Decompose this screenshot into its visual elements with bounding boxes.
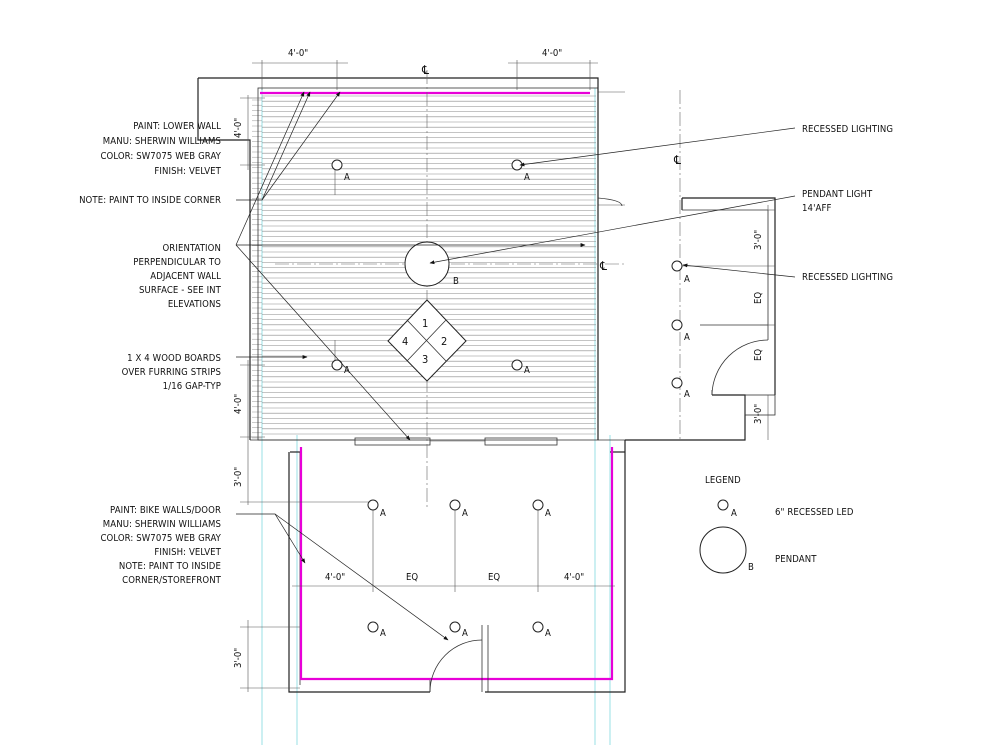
- note-line: ORIENTATION: [162, 243, 221, 254]
- legend-pendant-symbol: [699, 526, 747, 574]
- dim-right-eq2: EQ: [753, 349, 764, 361]
- recessed-light: [671, 377, 683, 389]
- fixture-tag: A: [380, 508, 386, 519]
- recessed-light: [532, 621, 544, 633]
- note-line: PAINT: BIKE WALLS/DOOR: [110, 505, 221, 516]
- note-orientation: ORIENTATION PERPENDICULAR TO ADJACENT WA…: [133, 243, 221, 310]
- note-wood: 1 X 4 WOOD BOARDS OVER FURRING STRIPS 1/…: [122, 353, 221, 392]
- centerlines: [275, 70, 681, 510]
- note-line: NOTE: PAINT TO INSIDE: [119, 561, 221, 572]
- legend-pendant-label: PENDANT: [775, 554, 817, 565]
- storefront: [354, 437, 558, 446]
- recessed-light: [511, 359, 523, 371]
- fixture-tag: A: [524, 365, 530, 376]
- note-line: SURFACE - SEE INT: [139, 285, 222, 296]
- dim-top-right: 4'-0": [542, 48, 562, 59]
- legend: LEGEND A 6" RECESSED LED B PENDANT: [699, 475, 854, 574]
- dim-left-upper: 4'-0": [233, 118, 244, 138]
- recessed-light: [331, 359, 343, 371]
- note-paint-lower: PAINT: LOWER WALL MANU: SHERWIN WILLIAMS…: [79, 121, 222, 206]
- note-line: OVER FURRING STRIPS: [122, 367, 221, 378]
- note-line: MANU: SHERWIN WILLIAMS: [103, 519, 221, 530]
- tile-number-4: 4: [402, 335, 408, 348]
- dim-row-3: EQ: [488, 572, 500, 583]
- note-line: MANU: SHERWIN WILLIAMS: [103, 136, 221, 147]
- centerline-symbol-mid: ℄: [599, 259, 607, 273]
- dim-row-1: 4'-0": [325, 572, 345, 583]
- dim-bottom-left: 3'-0": [233, 648, 244, 668]
- fixture-tag: A: [462, 628, 468, 639]
- fixture-tag: A: [344, 172, 350, 183]
- note-recessed-lighting-1: RECESSED LIGHTING: [802, 124, 893, 135]
- fixture-tag: A: [462, 508, 468, 519]
- tile-diamond: [387, 299, 467, 382]
- note-line: COLOR: SW7075 WEB GRAY: [100, 533, 221, 544]
- recessed-light: [449, 499, 461, 511]
- note-line: COLOR: SW7075 WEB GRAY: [100, 151, 221, 162]
- recessed-light: [449, 621, 461, 633]
- note-pendant-line-1: PENDANT LIGHT: [802, 189, 873, 200]
- dim-row-4: 4'-0": [564, 572, 584, 583]
- fixture-tag: A: [344, 365, 350, 376]
- centerline-symbol-right: ℄: [673, 153, 681, 167]
- dim-mid-left: 3'-0": [233, 467, 244, 487]
- recessed-light: [331, 159, 343, 171]
- note-line: PERPENDICULAR TO: [133, 257, 221, 268]
- dim-left-lower: 4'-0": [233, 394, 244, 414]
- dim-right-upper: 3'-0": [753, 230, 764, 250]
- fixture-tag: A: [524, 172, 530, 183]
- tile-number-2: 2: [441, 335, 447, 348]
- fixture-tags: A A A A A A A A A A A A A B: [344, 172, 690, 639]
- recessed-light: [367, 621, 379, 633]
- legend-recessed-symbol: [717, 499, 729, 511]
- pendant-light: [404, 241, 450, 287]
- reference-lines: [261, 88, 611, 745]
- dim-right-eq: EQ: [753, 292, 764, 304]
- note-pendant-line-2: 14'AFF: [802, 203, 832, 214]
- note-line: 1/16 GAP-TYP: [163, 381, 221, 392]
- note-line: 1 X 4 WOOD BOARDS: [127, 353, 221, 364]
- lower-room-walls: [260, 91, 626, 693]
- legend-recessed-tag: A: [731, 508, 737, 519]
- dim-top-left: 4'-0": [288, 48, 308, 59]
- recessed-light: [532, 499, 544, 511]
- recessed-light: [367, 499, 379, 511]
- note-recessed-lighting-2: RECESSED LIGHTING: [802, 272, 893, 283]
- note-line: NOTE: PAINT TO INSIDE CORNER: [79, 195, 221, 206]
- legend-recessed-label: 6" RECESSED LED: [775, 507, 854, 518]
- legend-pendant-tag: B: [748, 562, 754, 573]
- fixture-tag: A: [684, 332, 690, 343]
- tile-number-3: 3: [422, 353, 428, 366]
- note-paint-bike: PAINT: BIKE WALLS/DOOR MANU: SHERWIN WIL…: [100, 505, 221, 586]
- legend-title: LEGEND: [705, 475, 741, 486]
- leader-lines: [235, 91, 796, 641]
- fixture-tag: A: [545, 628, 551, 639]
- fixture-tag: A: [545, 508, 551, 519]
- dim-right-lower: 3'-0": [753, 404, 764, 424]
- fixture-tag: A: [684, 274, 690, 285]
- dim-row-2: EQ: [406, 572, 418, 583]
- note-line: FINISH: VELVET: [154, 166, 221, 177]
- note-line: ADJACENT WALL: [150, 271, 221, 282]
- centerline-symbol-top: ℄: [421, 63, 429, 77]
- recessed-light: [671, 260, 683, 272]
- note-line: CORNER/STOREFRONT: [122, 575, 222, 586]
- recessed-light: [671, 319, 683, 331]
- wood-boards-hatch: [252, 95, 596, 439]
- dimension-lines: [240, 60, 775, 692]
- note-line: FINISH: VELVET: [154, 547, 221, 558]
- fixture-tag: A: [380, 628, 386, 639]
- fixture-tag: A: [684, 389, 690, 400]
- note-line: ELEVATIONS: [168, 299, 221, 310]
- upper-room-walls: [197, 77, 625, 441]
- recessed-fixtures: [331, 159, 683, 633]
- note-line: PAINT: LOWER WALL: [133, 121, 221, 132]
- tile-number-1: 1: [422, 317, 428, 330]
- fixture-tag: B: [453, 276, 459, 287]
